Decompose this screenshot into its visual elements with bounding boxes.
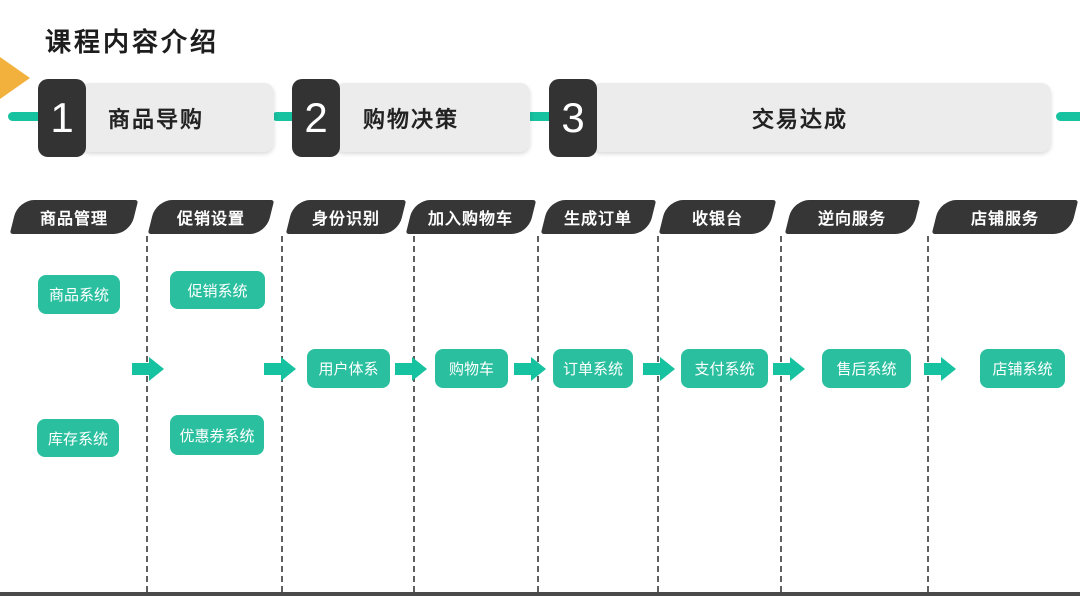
stage-2-label: 购物决策 [362,106,459,132]
flow-arrow-icon [773,357,805,381]
column-divider [780,236,782,592]
stage-3-number: 3 [549,79,597,157]
system-box-aftersale: 售后系统 [822,349,911,388]
phase-banner-add-to-cart: 加入购物车 [405,200,537,234]
stage-3-chip: 3 交易达成 [549,79,1051,157]
system-box-order: 订单系统 [553,349,633,388]
flow-arrow-icon [132,357,164,381]
stage-1-body [80,83,274,152]
phase-banner-label: 商品管理 [39,211,108,228]
stage-1-chip: 1 商品导购 [38,79,274,157]
phase-banner-label: 逆向服务 [818,211,887,228]
phase-banner-cashier: 收银台 [658,200,777,234]
stage-3-label: 交易达成 [751,106,848,132]
phase-banner-label: 身份识别 [311,211,380,228]
phase-banner-shop-service: 店铺服务 [931,200,1079,234]
stage-2-body [334,83,530,152]
system-box-goods: 商品系统 [38,275,120,314]
phase-banner-label: 加入购物车 [428,211,514,228]
phase-banner-identity: 身份识别 [285,200,407,234]
phase-banner-label: 店铺服务 [970,211,1039,228]
column-divider [537,236,539,592]
system-box-cart: 购物车 [435,349,508,388]
column-divider [413,236,415,592]
page-title: 课程内容介绍 [45,27,220,57]
stage-2-chip: 2 购物决策 [292,79,530,157]
stage-connector-line [272,112,296,121]
phase-banner-promotion-setup: 促销设置 [147,200,275,234]
system-box-user: 用户体系 [307,349,390,388]
column-divider [657,236,659,592]
stage-connector-line [8,112,42,121]
bottom-border-bar [0,592,1080,596]
system-box-coupon: 优惠券系统 [170,415,264,455]
yellow-triangle-icon [0,57,30,99]
system-box-promotion: 促销系统 [170,271,265,309]
stage-connector-line [1056,112,1080,121]
phase-banner-label: 促销设置 [176,211,245,228]
phase-banner-create-order: 生成订单 [540,200,657,234]
column-divider [927,236,929,592]
system-box-shop: 店铺系统 [980,349,1065,388]
system-box-inventory: 库存系统 [37,419,119,457]
stage-2-number: 2 [292,79,340,157]
stage-connector-line [526,112,554,121]
system-box-payment: 支付系统 [681,349,768,388]
stage-1-label: 商品导购 [107,106,204,132]
stage-1-number: 1 [38,79,86,157]
phase-banner-reverse-service: 逆向服务 [784,200,921,234]
column-divider [281,236,283,592]
flow-arrow-icon [264,357,296,381]
phase-banner-goods-management: 商品管理 [9,200,139,234]
stage-3-body [591,83,1051,152]
flow-arrow-icon [643,357,675,381]
phase-banner-label: 收银台 [691,211,743,228]
column-divider [146,236,148,592]
phase-banner-label: 生成订单 [564,211,633,228]
flow-arrow-icon [395,357,427,381]
flow-arrow-icon [514,357,546,381]
flow-arrow-icon [924,357,956,381]
